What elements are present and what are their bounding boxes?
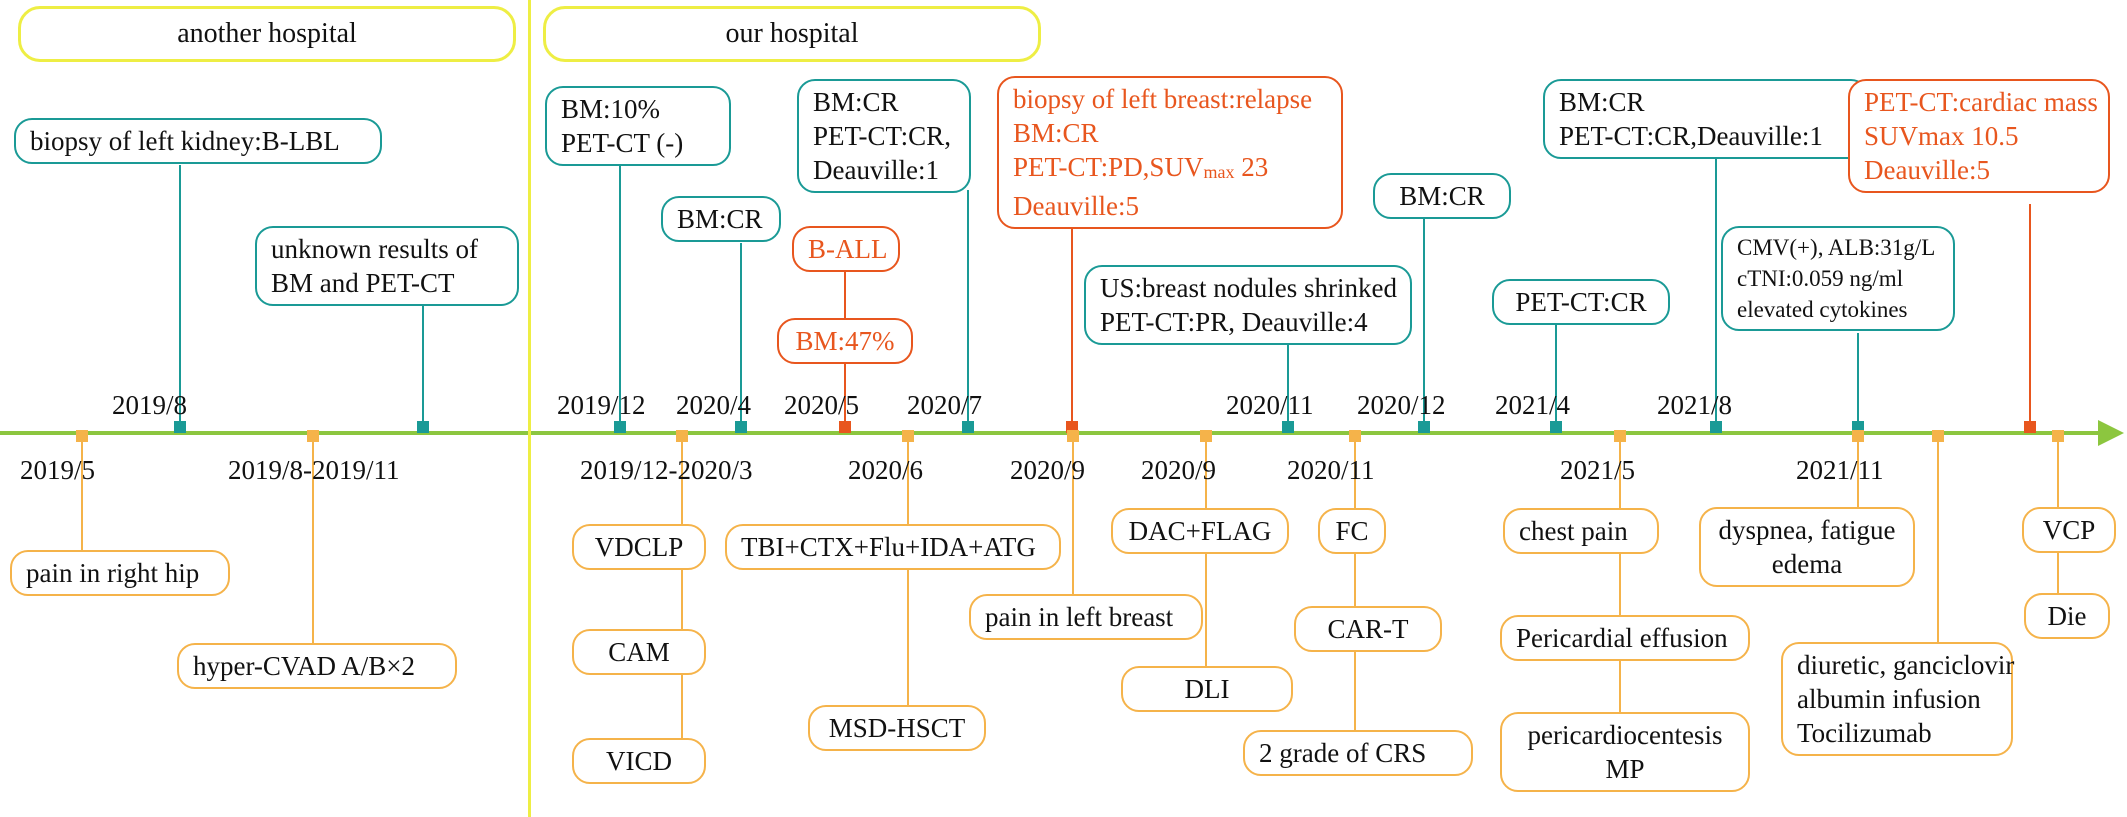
date-label: 2021/8 bbox=[1657, 390, 1733, 420]
date-label: 2020/4 bbox=[676, 390, 752, 420]
date-label: 2020/12 bbox=[1357, 390, 1446, 420]
event-marker bbox=[76, 430, 88, 442]
event-marker bbox=[417, 421, 429, 433]
header-another-hospital: another hospital bbox=[18, 6, 516, 62]
event-box: hyper-CVAD A/B×2 bbox=[177, 643, 457, 689]
event-box: pericardiocentesis MP bbox=[1500, 712, 1750, 792]
date-label: 2020/11 bbox=[1226, 390, 1314, 420]
event-box: B-ALL bbox=[792, 226, 900, 272]
event-marker bbox=[1200, 430, 1212, 442]
event-box: pain in left breast bbox=[969, 594, 1203, 640]
event-box: Pericardial effusion bbox=[1500, 615, 1750, 661]
date-label: 2020/5 bbox=[784, 390, 860, 420]
date-label: 2021/4 bbox=[1495, 390, 1571, 420]
event-marker bbox=[1852, 430, 1864, 442]
event-box: VCP bbox=[2022, 507, 2116, 553]
event-marker bbox=[735, 421, 747, 433]
date-label: 2020/9 bbox=[1010, 455, 1086, 485]
event-box: chest pain bbox=[1503, 508, 1659, 554]
event-box: FC bbox=[1318, 508, 1386, 554]
event-box: TBI+CTX+Flu+IDA+ATG bbox=[725, 524, 1061, 570]
event-box: VDCLP bbox=[572, 524, 706, 570]
event-marker bbox=[174, 421, 186, 433]
date-label: 2019/5 bbox=[20, 455, 96, 485]
event-marker bbox=[1282, 421, 1294, 433]
event-box: CAM bbox=[572, 629, 706, 675]
event-box: CMV(+), ALB:31g/L cTNI:0.059 ng/ml eleva… bbox=[1721, 226, 1955, 331]
event-box: 2 grade of CRS bbox=[1243, 730, 1473, 776]
event-box: BM:CR PET-CT:CR,Deauville:1 bbox=[1543, 79, 1869, 159]
date-label: 2021/11 bbox=[1796, 455, 1884, 485]
event-box: MSD-HSCT bbox=[808, 705, 986, 751]
event-box: Die bbox=[2024, 593, 2110, 639]
event-box: diuretic, ganciclovir albumin infusion T… bbox=[1781, 642, 2014, 756]
timeline-arrow bbox=[2098, 420, 2124, 446]
event-marker bbox=[1067, 430, 1079, 442]
date-label: 2019/8-2019/11 bbox=[228, 455, 400, 485]
date-label: 2019/8 bbox=[112, 390, 188, 420]
date-label: 2020/9 bbox=[1141, 455, 1217, 485]
event-marker bbox=[676, 430, 688, 442]
event-marker bbox=[962, 421, 974, 433]
event-box: BM:47% bbox=[777, 318, 913, 364]
event-box: BM:10% PET-CT (-) bbox=[545, 86, 731, 166]
event-box: VICD bbox=[572, 738, 706, 784]
event-box: BM:CR bbox=[1373, 173, 1511, 219]
event-marker bbox=[2024, 421, 2036, 433]
event-box: DLI bbox=[1121, 666, 1293, 712]
event-box: CAR-T bbox=[1294, 606, 1442, 652]
date-label: 2020/7 bbox=[907, 390, 983, 420]
event-box: PET-CT:cardiac mass SUVmax 10.5 Deauvill… bbox=[1848, 79, 2110, 193]
event-marker bbox=[2052, 430, 2064, 442]
event-marker bbox=[1349, 430, 1361, 442]
event-marker bbox=[1932, 430, 1944, 442]
event-box: biopsy of left breast:relapse BM:CR PET-… bbox=[997, 76, 1343, 229]
event-marker bbox=[1614, 430, 1626, 442]
event-box: pain in right hip bbox=[10, 550, 230, 596]
event-box: unknown results of BM and PET-CT bbox=[255, 226, 519, 306]
event-marker bbox=[1710, 421, 1722, 433]
event-marker bbox=[839, 421, 851, 433]
event-box: biopsy of left kidney:B-LBL bbox=[14, 118, 382, 164]
event-box: US:breast nodules shrinked PET-CT:PR, De… bbox=[1084, 265, 1412, 345]
event-marker bbox=[1550, 421, 1562, 433]
date-label: 2019/12-2020/3 bbox=[580, 455, 753, 485]
event-box: BM:CR PET-CT:CR, Deauville:1 bbox=[797, 79, 971, 193]
event-marker bbox=[307, 430, 319, 442]
date-label: 2020/11 bbox=[1287, 455, 1375, 485]
date-label: 2019/12 bbox=[557, 390, 646, 420]
header-our-hospital: our hospital bbox=[543, 6, 1041, 62]
date-label: 2020/6 bbox=[848, 455, 924, 485]
event-box: BM:CR bbox=[661, 196, 781, 242]
event-marker bbox=[902, 430, 914, 442]
event-box: DAC+FLAG bbox=[1111, 508, 1289, 554]
hospital-separator bbox=[528, 0, 531, 817]
event-box: dyspnea, fatigue edema bbox=[1699, 507, 1915, 587]
event-marker bbox=[1418, 421, 1430, 433]
event-box: PET-CT:CR bbox=[1492, 279, 1670, 325]
event-marker bbox=[614, 421, 626, 433]
date-label: 2021/5 bbox=[1560, 455, 1636, 485]
